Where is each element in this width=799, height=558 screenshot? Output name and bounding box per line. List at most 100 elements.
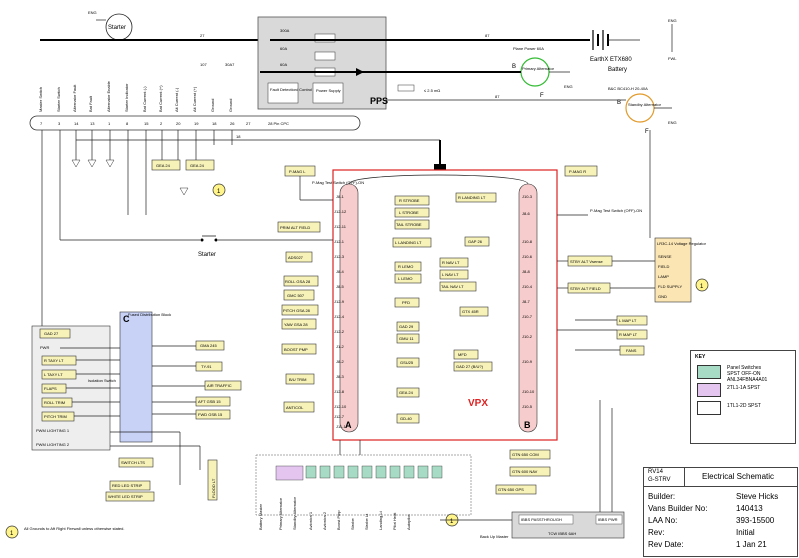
r-map-lt-label: R MAP LT xyxy=(619,332,638,337)
cpc-label: 28 Pin CPC xyxy=(268,121,289,126)
l-map-lt-label: L MAP LT xyxy=(619,318,637,323)
pps-wire-107: 107 xyxy=(200,62,207,67)
svg-text:FWD GSB 15: FWD GSB 15 xyxy=(198,412,223,417)
pps-diode-icon xyxy=(356,68,364,76)
svg-text:J12-10: J12-10 xyxy=(334,404,347,409)
svg-text:MFD: MFD xyxy=(458,352,467,357)
pmag-r-label: P-MAG R xyxy=(569,169,586,174)
svg-text:Bat Current (+): Bat Current (+) xyxy=(158,85,163,112)
svg-text:PWM LIGHTING 2: PWM LIGHTING 2 xyxy=(36,442,70,447)
vpx-right-pins: J10-3 J8-6 J10-8 J10-6 J8-8 J10-4 J8-7 J… xyxy=(522,194,535,409)
legend-key: KEY Panel Switches SPST OFF-ON ANL34FBNA… xyxy=(690,350,796,444)
svg-text:J8-6: J8-6 xyxy=(522,211,531,216)
tb-reg: G-STRV xyxy=(648,477,671,483)
pps-breaker-60a-2: 60A xyxy=(280,62,287,67)
vpx-label: VPX xyxy=(468,398,488,409)
key-title: KEY xyxy=(695,354,706,360)
svg-text:L NAV LT: L NAV LT xyxy=(442,272,459,277)
svg-text:J10-6: J10-6 xyxy=(522,254,533,259)
svg-text:PFD: PFD xyxy=(402,300,410,305)
svg-text:Master Switch: Master Switch xyxy=(38,87,43,112)
svg-text:B/U TRIM: B/U TRIM xyxy=(289,377,306,382)
starter-eng-label: ENG xyxy=(88,10,97,15)
pps-breaker-300a: 300A xyxy=(280,28,290,33)
tb-rv: RV14 xyxy=(648,469,663,475)
svg-text:PITCH TRIM: PITCH TRIM xyxy=(44,414,67,419)
svg-text:J10-5: J10-5 xyxy=(522,404,533,409)
switch-lts-label: SWITCH LTS xyxy=(121,460,145,465)
svg-text:Boost Pmp: Boost Pmp xyxy=(336,510,341,530)
fuse-block xyxy=(119,311,153,443)
svg-text:J10-4: J10-4 xyxy=(522,284,533,289)
vpx-inner-left: R STROBE L STROBE TAIL STROBE L LANDING … xyxy=(392,195,432,424)
tcw-label: TCW IBBS 6AH xyxy=(548,531,576,536)
voltage-regulator-box xyxy=(654,237,692,303)
tb-laa-value: 393-15500 xyxy=(736,516,775,525)
svg-text:J8-3: J8-3 xyxy=(336,374,345,379)
svg-text:TAIL STROBE: TAIL STROBE xyxy=(396,222,422,227)
svg-text:R NAV LT: R NAV LT xyxy=(442,260,460,265)
svg-text:27: 27 xyxy=(246,121,251,126)
svg-text:FLAPS: FLAPS xyxy=(44,386,57,391)
standby-alternator xyxy=(625,93,655,123)
wire-87-standby: 87 xyxy=(495,94,500,99)
svg-text:L TAXY LT: L TAXY LT xyxy=(44,372,63,377)
svg-text:GEA 24: GEA 24 xyxy=(399,390,414,395)
ibbs-pwr-label: IBBS PWR xyxy=(598,517,618,522)
vpx-connector-b xyxy=(518,183,538,433)
wire-18-a: 18 xyxy=(236,134,241,139)
svg-text:J12-4: J12-4 xyxy=(334,314,345,319)
primary-alt-b: B xyxy=(512,64,516,70)
svg-text:Ground: Ground xyxy=(228,99,233,112)
svg-text:Ground: Ground xyxy=(210,99,215,112)
svg-text:Avionics 1: Avionics 1 xyxy=(308,511,313,530)
switch-lts-box xyxy=(118,457,154,468)
bus-switches xyxy=(305,465,443,479)
backup-master-label: Back Up Master xyxy=(480,534,509,539)
switch-panel xyxy=(255,454,472,516)
key-item-1: Panel Switches SPST OFF-ON ANL34FBNA4A01 xyxy=(727,365,768,383)
standby-alt-title: B&C BC410-H 20-40A xyxy=(608,86,648,91)
tb-date-value: 1 Jan 21 xyxy=(736,540,767,549)
led-icon-1 xyxy=(71,159,81,168)
gtn650-gps-box xyxy=(495,484,537,495)
pps-breaker-60a-1: 60A xyxy=(280,46,287,51)
svg-text:J10-7: J10-7 xyxy=(522,314,533,319)
svg-text:Starter Indicator: Starter Indicator xyxy=(124,83,129,112)
svg-text:PWM LIGHTING 1: PWM LIGHTING 1 xyxy=(36,428,70,433)
gea24-box-1 xyxy=(151,159,181,171)
title-block: RV14 G-STRV Electrical Schematic Builder… xyxy=(643,467,798,557)
svg-text:P-MAG L: P-MAG L xyxy=(289,169,306,174)
svg-text:J8-8: J8-8 xyxy=(522,269,531,274)
pps-label: PPS xyxy=(370,96,388,106)
svg-text:Alternator Fault: Alternator Fault xyxy=(72,84,77,112)
gtn650-com-label: GTN 650 COM xyxy=(512,452,539,457)
gea24-label-1: GEA 24 xyxy=(156,163,171,168)
flood-lt-box xyxy=(207,459,218,501)
note-marker-4: 1 xyxy=(450,519,454,525)
vpx-inner-right: R LANDING LT GAP 26 R NAV LT L NAV LT TA… xyxy=(439,192,497,372)
svg-text:SENSE: SENSE xyxy=(658,254,672,259)
svg-text:TY-91: TY-91 xyxy=(201,364,212,369)
tb-rev-label: Rev: xyxy=(648,528,665,537)
standby-alt-eng: ENG xyxy=(668,120,677,125)
svg-text:J10-3: J10-3 xyxy=(522,194,533,199)
svg-text:Strobe: Strobe xyxy=(350,517,355,530)
ibbs-pass-label: IBBS PASSTHROUGH xyxy=(521,517,562,522)
svg-text:Bat Fault: Bat Fault xyxy=(88,95,93,112)
svg-text:J12-9: J12-9 xyxy=(334,299,345,304)
svg-text:15: 15 xyxy=(144,121,149,126)
svg-text:19: 19 xyxy=(194,121,199,126)
svg-text:ROLL TRIM: ROLL TRIM xyxy=(44,400,65,405)
battery-fwl: FWL xyxy=(668,56,677,61)
svg-text:Alt Current (-): Alt Current (-) xyxy=(174,87,179,112)
pps-shunt-label: ≤ 2.5 mΩ xyxy=(424,88,440,93)
tb-title: Electrical Schematic xyxy=(702,472,775,481)
isolation-switch-label: Isolation Switch xyxy=(88,378,116,383)
primary-alt-label: Primary Alternator xyxy=(522,66,555,71)
svg-text:J12-2: J12-2 xyxy=(334,329,345,334)
svg-text:J10-8: J10-8 xyxy=(522,239,533,244)
svg-text:GAD 29: GAD 29 xyxy=(399,324,414,329)
pps-fault-label: Fault Detection/ Control xyxy=(270,87,312,92)
